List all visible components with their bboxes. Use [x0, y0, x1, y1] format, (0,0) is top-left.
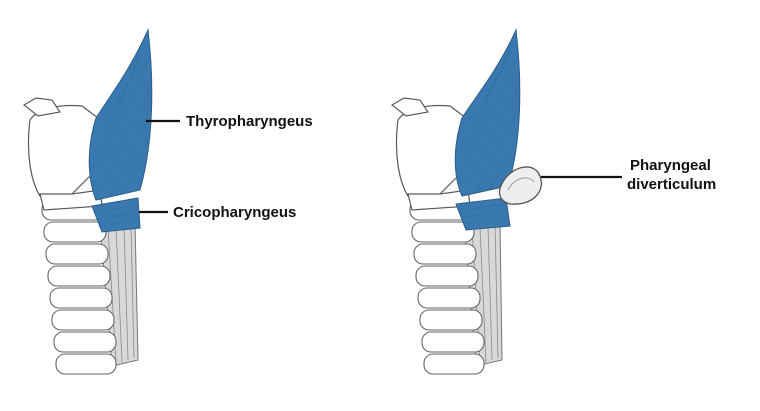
diverticulum-pouch	[498, 166, 542, 205]
thyroid-cartilage	[27, 104, 99, 197]
thyropharyngeus-fibers	[463, 39, 520, 193]
thyropharyngeus-label: Thyropharyngeus	[186, 113, 313, 130]
cricopharyngeus-fibers	[94, 204, 140, 227]
normal-pharynx-illustration: Thyropharyngeus Cricopharyngeus	[22, 28, 313, 375]
thyropharyngeus-muscle	[88, 28, 153, 201]
diverticulum-illustration: Pharyngeal diverticulum	[390, 28, 716, 375]
trachea	[409, 199, 485, 375]
thyropharyngeus-fibers	[97, 39, 152, 197]
hyoid-region	[22, 97, 62, 117]
trachea	[41, 199, 117, 375]
cricopharyngeus-label: Cricopharyngeus	[173, 204, 296, 221]
diverticulum-label-line1: Pharyngeal	[630, 157, 711, 174]
diverticulum-shading	[507, 177, 535, 191]
thyropharyngeus-muscle	[454, 28, 521, 197]
cricoid-cartilage	[407, 189, 471, 211]
cricopharyngeus-muscle	[455, 197, 511, 231]
cricopharyngeus-fibers	[458, 203, 510, 225]
hyoid-region	[390, 97, 430, 117]
diverticulum-label-line2: diverticulum	[627, 176, 716, 193]
